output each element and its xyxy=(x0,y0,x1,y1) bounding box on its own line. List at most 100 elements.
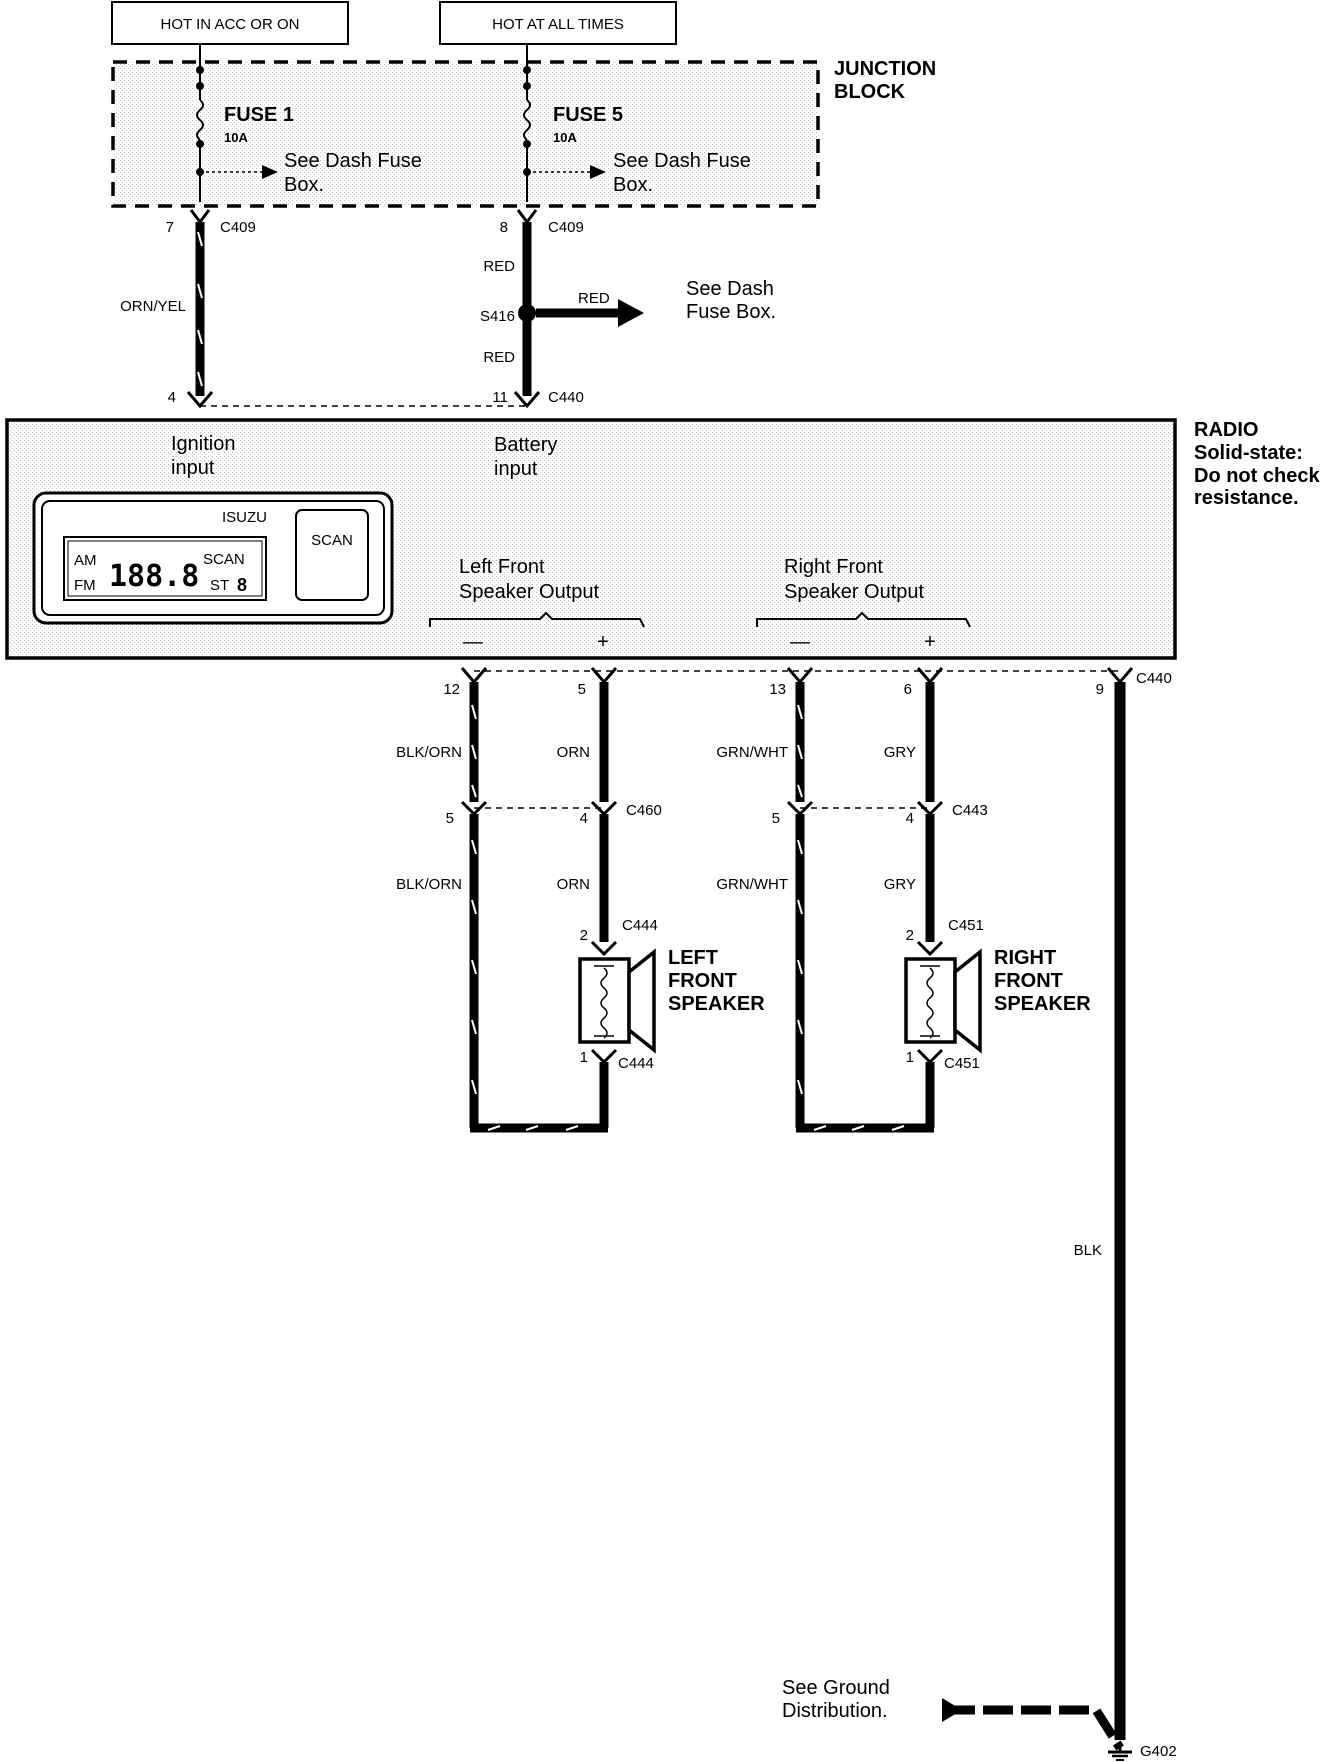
display-st: ST xyxy=(210,577,229,594)
upper-wiring: 7 C409 8 C409 ORN/YEL RED S416 RED RED S… xyxy=(120,209,776,409)
right-output-label-2: Speaker Output xyxy=(784,581,925,603)
dash-note-2: Fuse Box. xyxy=(686,301,776,323)
fuse-5: FUSE 5 10A See Dash Fuse Box. xyxy=(523,44,751,202)
hot-all-box: HOT AT ALL TIMES xyxy=(439,1,677,45)
junction-block: JUNCTION BLOCK xyxy=(111,58,936,208)
left-minus: — xyxy=(463,631,483,653)
c440-bottom: C440 xyxy=(1136,670,1172,687)
pin-8: 8 xyxy=(500,219,508,236)
left-plus: + xyxy=(597,631,609,653)
blk-orn-label-2: BLK/ORN xyxy=(396,876,462,893)
right-output-label-1: Right Front xyxy=(784,556,883,578)
fuse-1-note-1: See Dash Fuse xyxy=(284,150,422,172)
ground-icon xyxy=(1108,1744,1132,1761)
radio-faceplate: ISUZU AM FM 188.8 SCAN ST 8 SCAN xyxy=(32,491,394,625)
radio-note-1: Solid-state: xyxy=(1194,442,1303,464)
c460: C460 xyxy=(626,802,662,819)
orn-label-1: ORN xyxy=(557,744,590,761)
left-speaker-label-1: LEFT xyxy=(668,947,718,969)
hot-all-label: HOT AT ALL TIMES xyxy=(492,16,624,33)
radio-note-3: resistance. xyxy=(1194,487,1299,509)
fuse-1-arrow-icon xyxy=(262,165,278,179)
red-top-label: RED xyxy=(483,258,515,275)
right-speaker-label-2: FRONT xyxy=(994,970,1063,992)
ignition-label-2: input xyxy=(171,457,215,479)
red-branch-label: RED xyxy=(578,290,610,307)
fuse-1: FUSE 1 10A See Dash Fuse Box. xyxy=(196,44,422,202)
left-output-label-1: Left Front xyxy=(459,556,545,578)
c443: C443 xyxy=(952,802,988,819)
radio: RADIO Solid-state: Do not check resistan… xyxy=(5,418,1320,660)
fuse-5-name: FUSE 5 xyxy=(553,104,623,126)
junction-block-title-2: BLOCK xyxy=(834,81,906,103)
pin-5-top: 5 xyxy=(578,681,586,698)
left-output-label-2: Speaker Output xyxy=(459,581,600,603)
ground-note-2: Distribution. xyxy=(782,1700,888,1722)
display-scan: SCAN xyxy=(203,551,245,568)
splice-s416 xyxy=(518,304,536,322)
right-speaker-icon xyxy=(904,948,982,1054)
splice-label: S416 xyxy=(480,308,515,325)
pin-5-right: 5 xyxy=(772,810,780,827)
grn-wht-label-2: GRN/WHT xyxy=(716,876,788,893)
left-speaker-icon xyxy=(578,948,656,1054)
fuse-1-icon xyxy=(196,99,204,141)
radio-note-2: Do not check xyxy=(1194,465,1320,487)
pin-1-right: 1 xyxy=(906,1049,914,1066)
fuse-5-note-2: Box. xyxy=(613,174,653,196)
pin-2-right: 2 xyxy=(906,927,914,944)
g402: G402 xyxy=(1140,1743,1177,1760)
pin-4-left: 4 xyxy=(580,810,588,827)
gry-label-1: GRY xyxy=(884,744,916,761)
pin-13: 13 xyxy=(769,681,786,698)
pin-12: 12 xyxy=(443,681,460,698)
c444-top: C444 xyxy=(622,917,658,934)
c451-top: C451 xyxy=(948,917,984,934)
pin-1-left: 1 xyxy=(580,1049,588,1066)
c444-bottom: C444 xyxy=(618,1055,654,1072)
right-speaker-label-3: SPEAKER xyxy=(994,993,1091,1015)
gry-label-2: GRY xyxy=(884,876,916,893)
battery-label-2: input xyxy=(494,458,538,480)
fuse-1-note-2: Box. xyxy=(284,174,324,196)
left-speaker-label-3: SPEAKER xyxy=(668,993,765,1015)
blk-label: BLK xyxy=(1074,1242,1102,1259)
right-minus: — xyxy=(790,631,810,653)
c409-left: C409 xyxy=(220,219,256,236)
grn-wht-label-1: GRN/WHT xyxy=(716,744,788,761)
ignition-label-1: Ignition xyxy=(171,433,236,455)
c409-right: C409 xyxy=(548,219,584,236)
ground-distribution-wire xyxy=(945,1705,1124,1751)
pin-4-right: 4 xyxy=(906,810,914,827)
fuse-5-rating: 10A xyxy=(553,130,577,145)
right-speaker-label-1: RIGHT xyxy=(994,947,1056,969)
battery-label-1: Battery xyxy=(494,434,557,456)
orn-yel-label: ORN/YEL xyxy=(120,298,186,315)
fuse-1-name: FUSE 1 xyxy=(224,104,294,126)
pin-7: 7 xyxy=(166,219,174,236)
pin-11: 11 xyxy=(492,389,508,406)
pin-5-left: 5 xyxy=(446,810,454,827)
orn-label-2: ORN xyxy=(557,876,590,893)
radio-title: RADIO xyxy=(1194,419,1258,441)
fuse-5-arrow-icon xyxy=(590,165,606,179)
display-am: AM xyxy=(74,552,97,569)
right-plus: + xyxy=(924,631,936,653)
radio-display xyxy=(63,536,267,601)
pin-4: 4 xyxy=(168,389,176,406)
scan-button[interactable] xyxy=(295,509,369,601)
display-fm: FM xyxy=(74,577,96,594)
hot-acc-box: HOT IN ACC OR ON xyxy=(111,1,349,45)
ground-arrow-icon xyxy=(942,1698,962,1722)
dash-note-1: See Dash xyxy=(686,278,774,300)
fuse-1-rating: 10A xyxy=(224,130,248,145)
red-bottom-label: RED xyxy=(483,349,515,366)
c440-top: C440 xyxy=(548,389,584,406)
display-st-digit: 8 xyxy=(237,575,247,595)
left-speaker-label-2: FRONT xyxy=(668,970,737,992)
scan-button-label: SCAN xyxy=(311,532,353,549)
display-frequency: 188.8 xyxy=(109,559,199,594)
left-output-bracket xyxy=(429,611,645,628)
fuse-5-note-1: See Dash Fuse xyxy=(613,150,751,172)
lower-wiring: 12 5 13 6 9 C440 BLK/ORN ORN GRN/WHT GRY… xyxy=(396,667,1177,1761)
